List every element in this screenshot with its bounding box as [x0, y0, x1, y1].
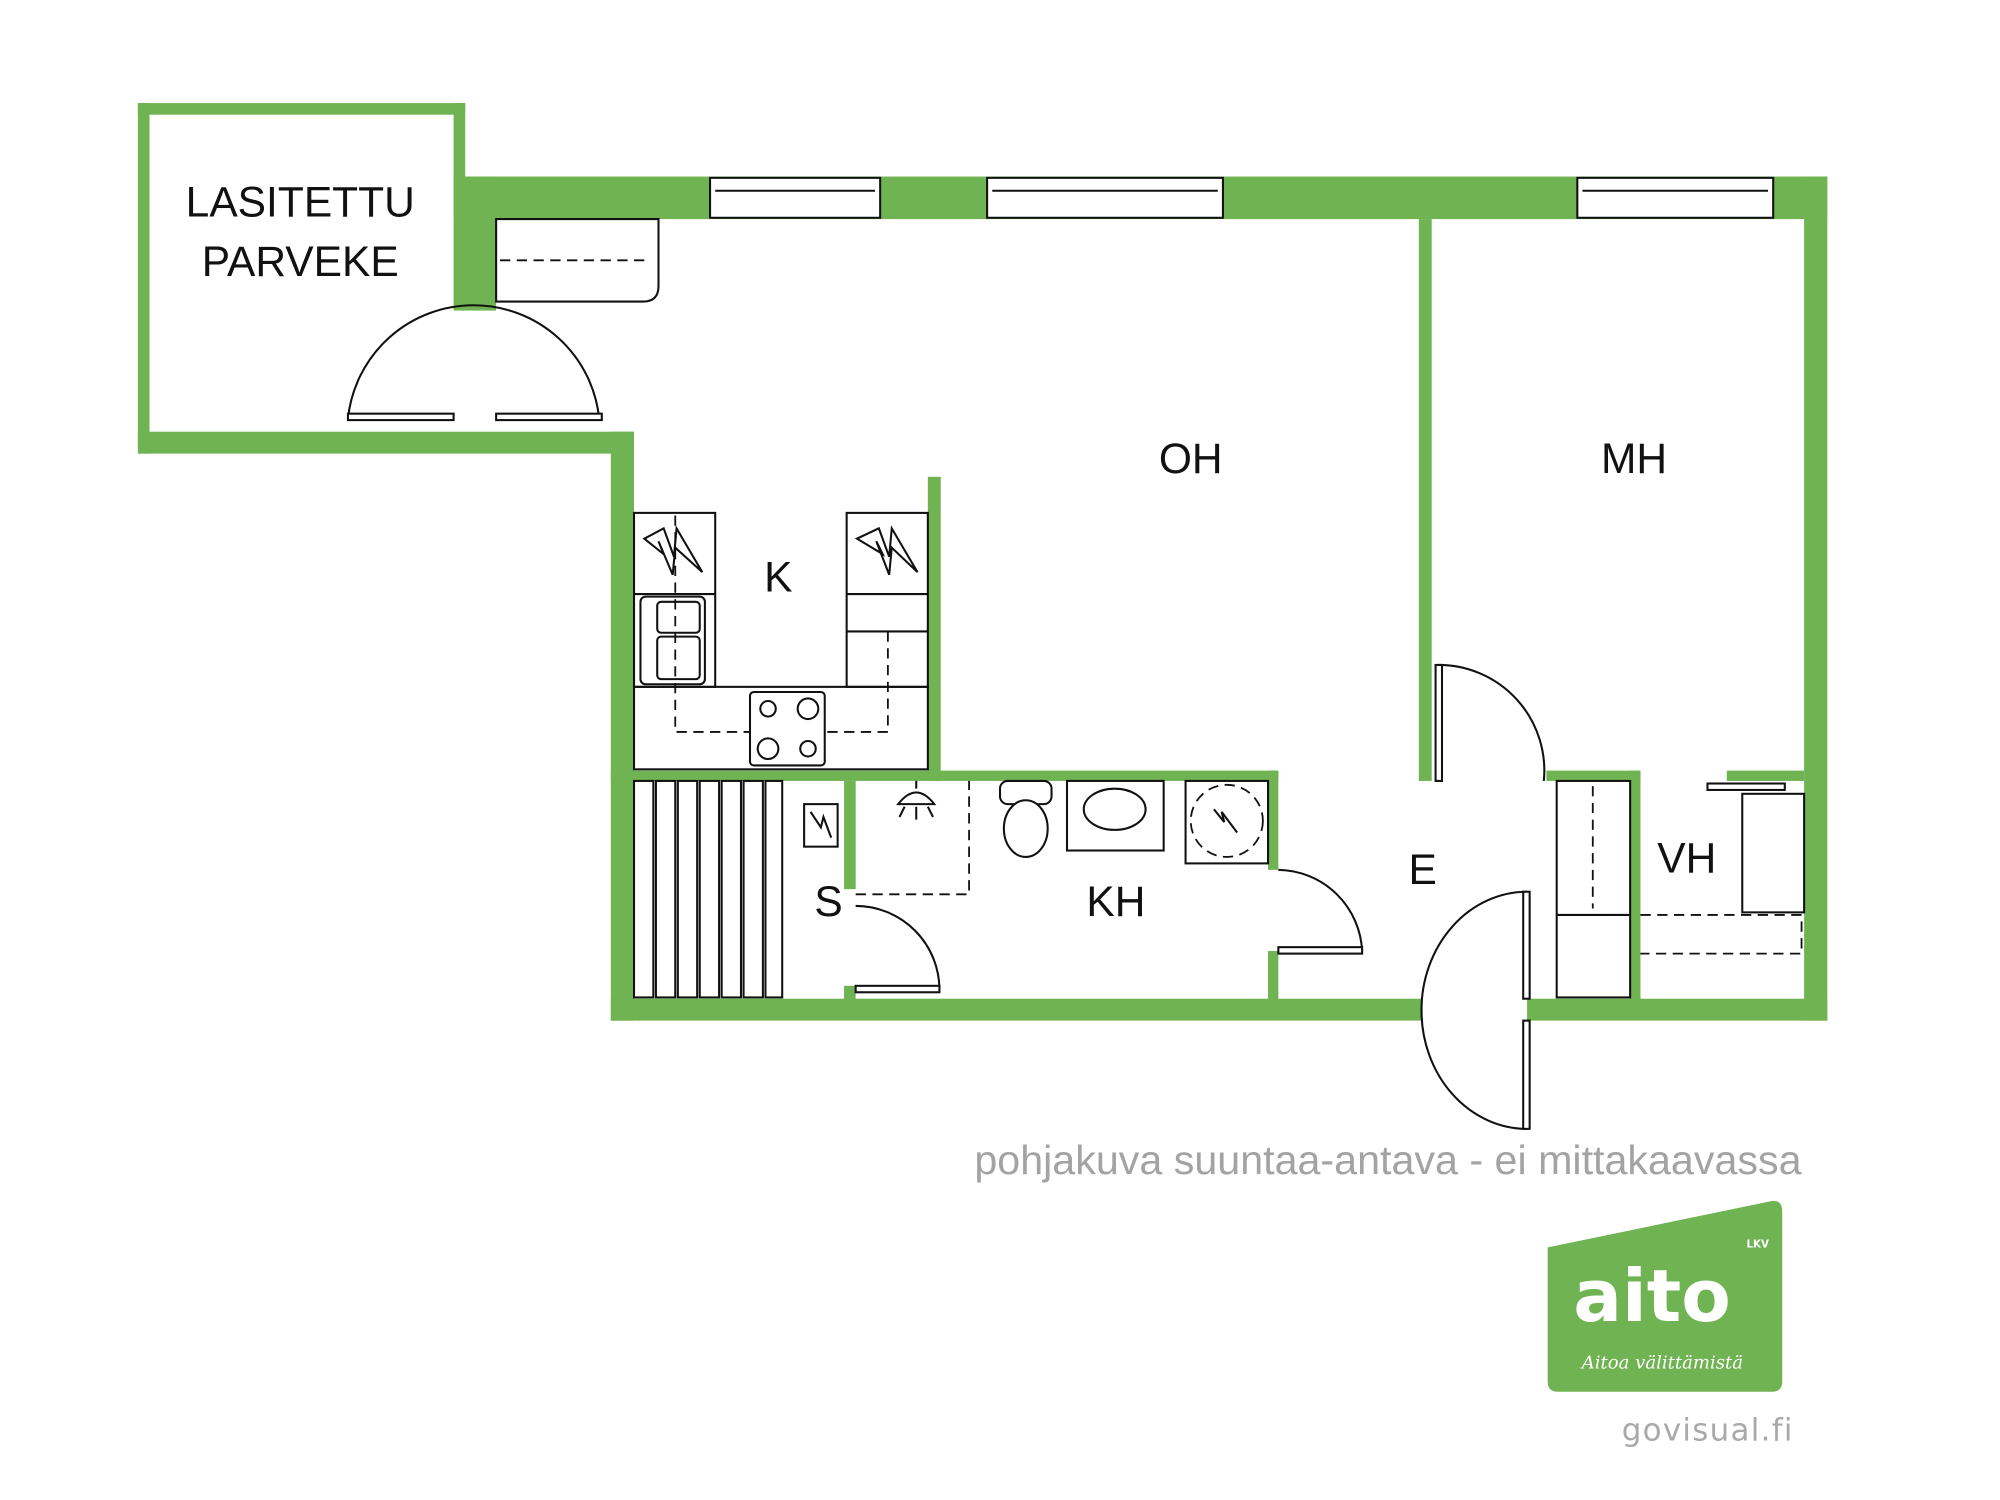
- logo-tagline: Aitoa välittämistä: [1580, 1353, 1743, 1374]
- room-label-kitchen: K: [764, 554, 792, 601]
- disclaimer-text: pohjakuva suuntaa-antava - ei mittakaava…: [974, 1137, 1801, 1183]
- logo-name: aito: [1573, 1255, 1731, 1339]
- room-label-bedroom: MH: [1601, 436, 1667, 483]
- room-label-bathroom: KH: [1086, 879, 1145, 926]
- windows: [709, 176, 1775, 219]
- credit-text: govisual.fi: [1622, 1413, 1794, 1449]
- room-label-wardrobe: VH: [1657, 835, 1716, 882]
- doors: [346, 304, 1546, 1130]
- room-label-balcony-line1: LASITETTU: [186, 179, 415, 226]
- fixtures: [495, 218, 1806, 999]
- room-label-living: OH: [1159, 436, 1223, 483]
- logo-suffix: LKV: [1746, 1238, 1769, 1250]
- room-label-hall: E: [1409, 847, 1437, 894]
- aito-logo: aito LKV Aitoa välittämistä: [1547, 1200, 1783, 1392]
- room-label-balcony-line2: PARVEKE: [202, 239, 399, 286]
- room-label-sauna: S: [814, 879, 842, 926]
